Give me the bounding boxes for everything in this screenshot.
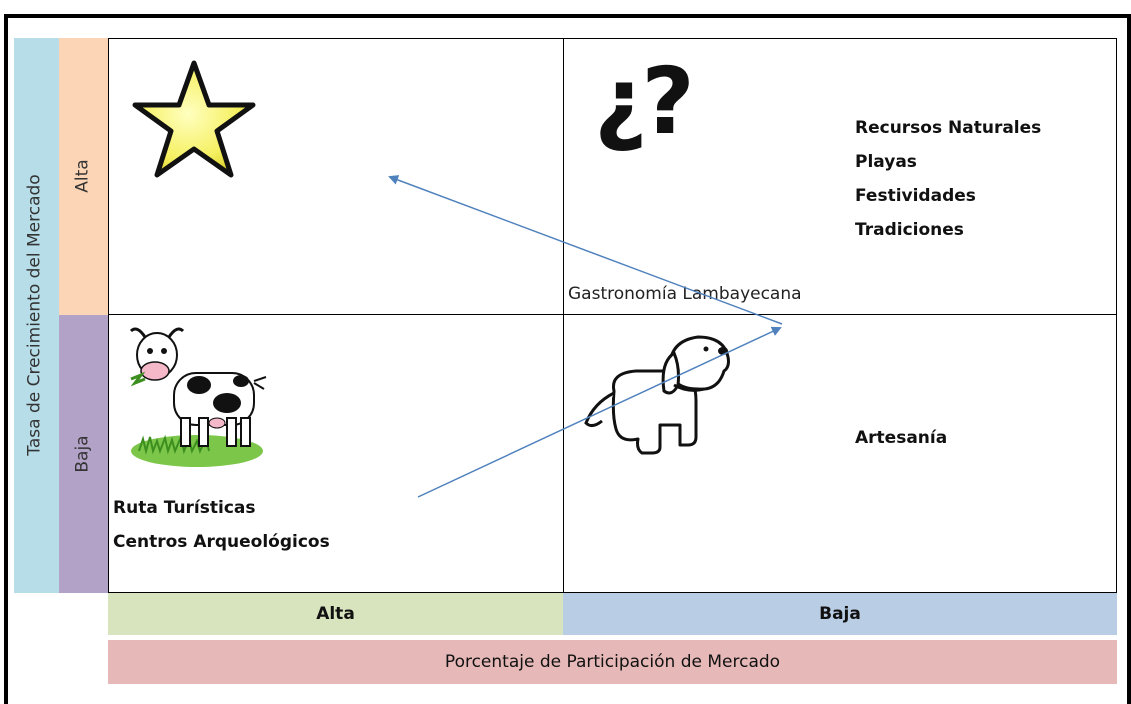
quadrant-cow: Ruta Turísticas Centros Arqueológicos [108,314,564,593]
list-item: Playas [855,152,917,172]
quadrant-dog: Artesanía [563,314,1117,593]
list-item: Tradiciones [855,220,964,240]
quadrant-question: ¿? Recursos Naturales Playas Festividade… [563,38,1117,315]
arrow-to-star [388,175,783,325]
x-axis-title-band: Porcentaje de Participación de Mercado [108,640,1117,684]
list-item: Ruta Turísticas [113,498,256,518]
list-item: Artesanía [855,428,948,448]
diagram-frame [4,14,1131,704]
list-item: Festividades [855,186,976,206]
question-marks-icon: ¿? [594,48,695,155]
question-items: Recursos Naturales Playas Festividades T… [855,111,1041,247]
cow-items: Ruta Turísticas Centros Arqueológicos [113,491,330,559]
cow-icon [129,327,267,467]
arrow-from-cow [417,326,782,498]
y-axis-high-band: Alta [59,38,108,315]
x-axis-low-band: Baja [563,593,1117,635]
y-axis-low-band: Baja [59,315,108,593]
list-item: Recursos Naturales [855,118,1042,138]
center-label: Gastronomía Lambayecana [568,284,802,304]
x-axis-low-label: Baja [819,604,861,624]
x-axis-high-label: Alta [316,604,355,624]
dog-icon [584,335,730,455]
star-icon [132,60,256,178]
y-axis-title-band: Tasa de Crecimiento del Mercado [14,38,59,593]
list-item: Centros Arqueológicos [113,532,330,552]
x-axis-high-band: Alta [108,593,563,635]
x-axis-title: Porcentaje de Participación de Mercado [444,652,781,672]
